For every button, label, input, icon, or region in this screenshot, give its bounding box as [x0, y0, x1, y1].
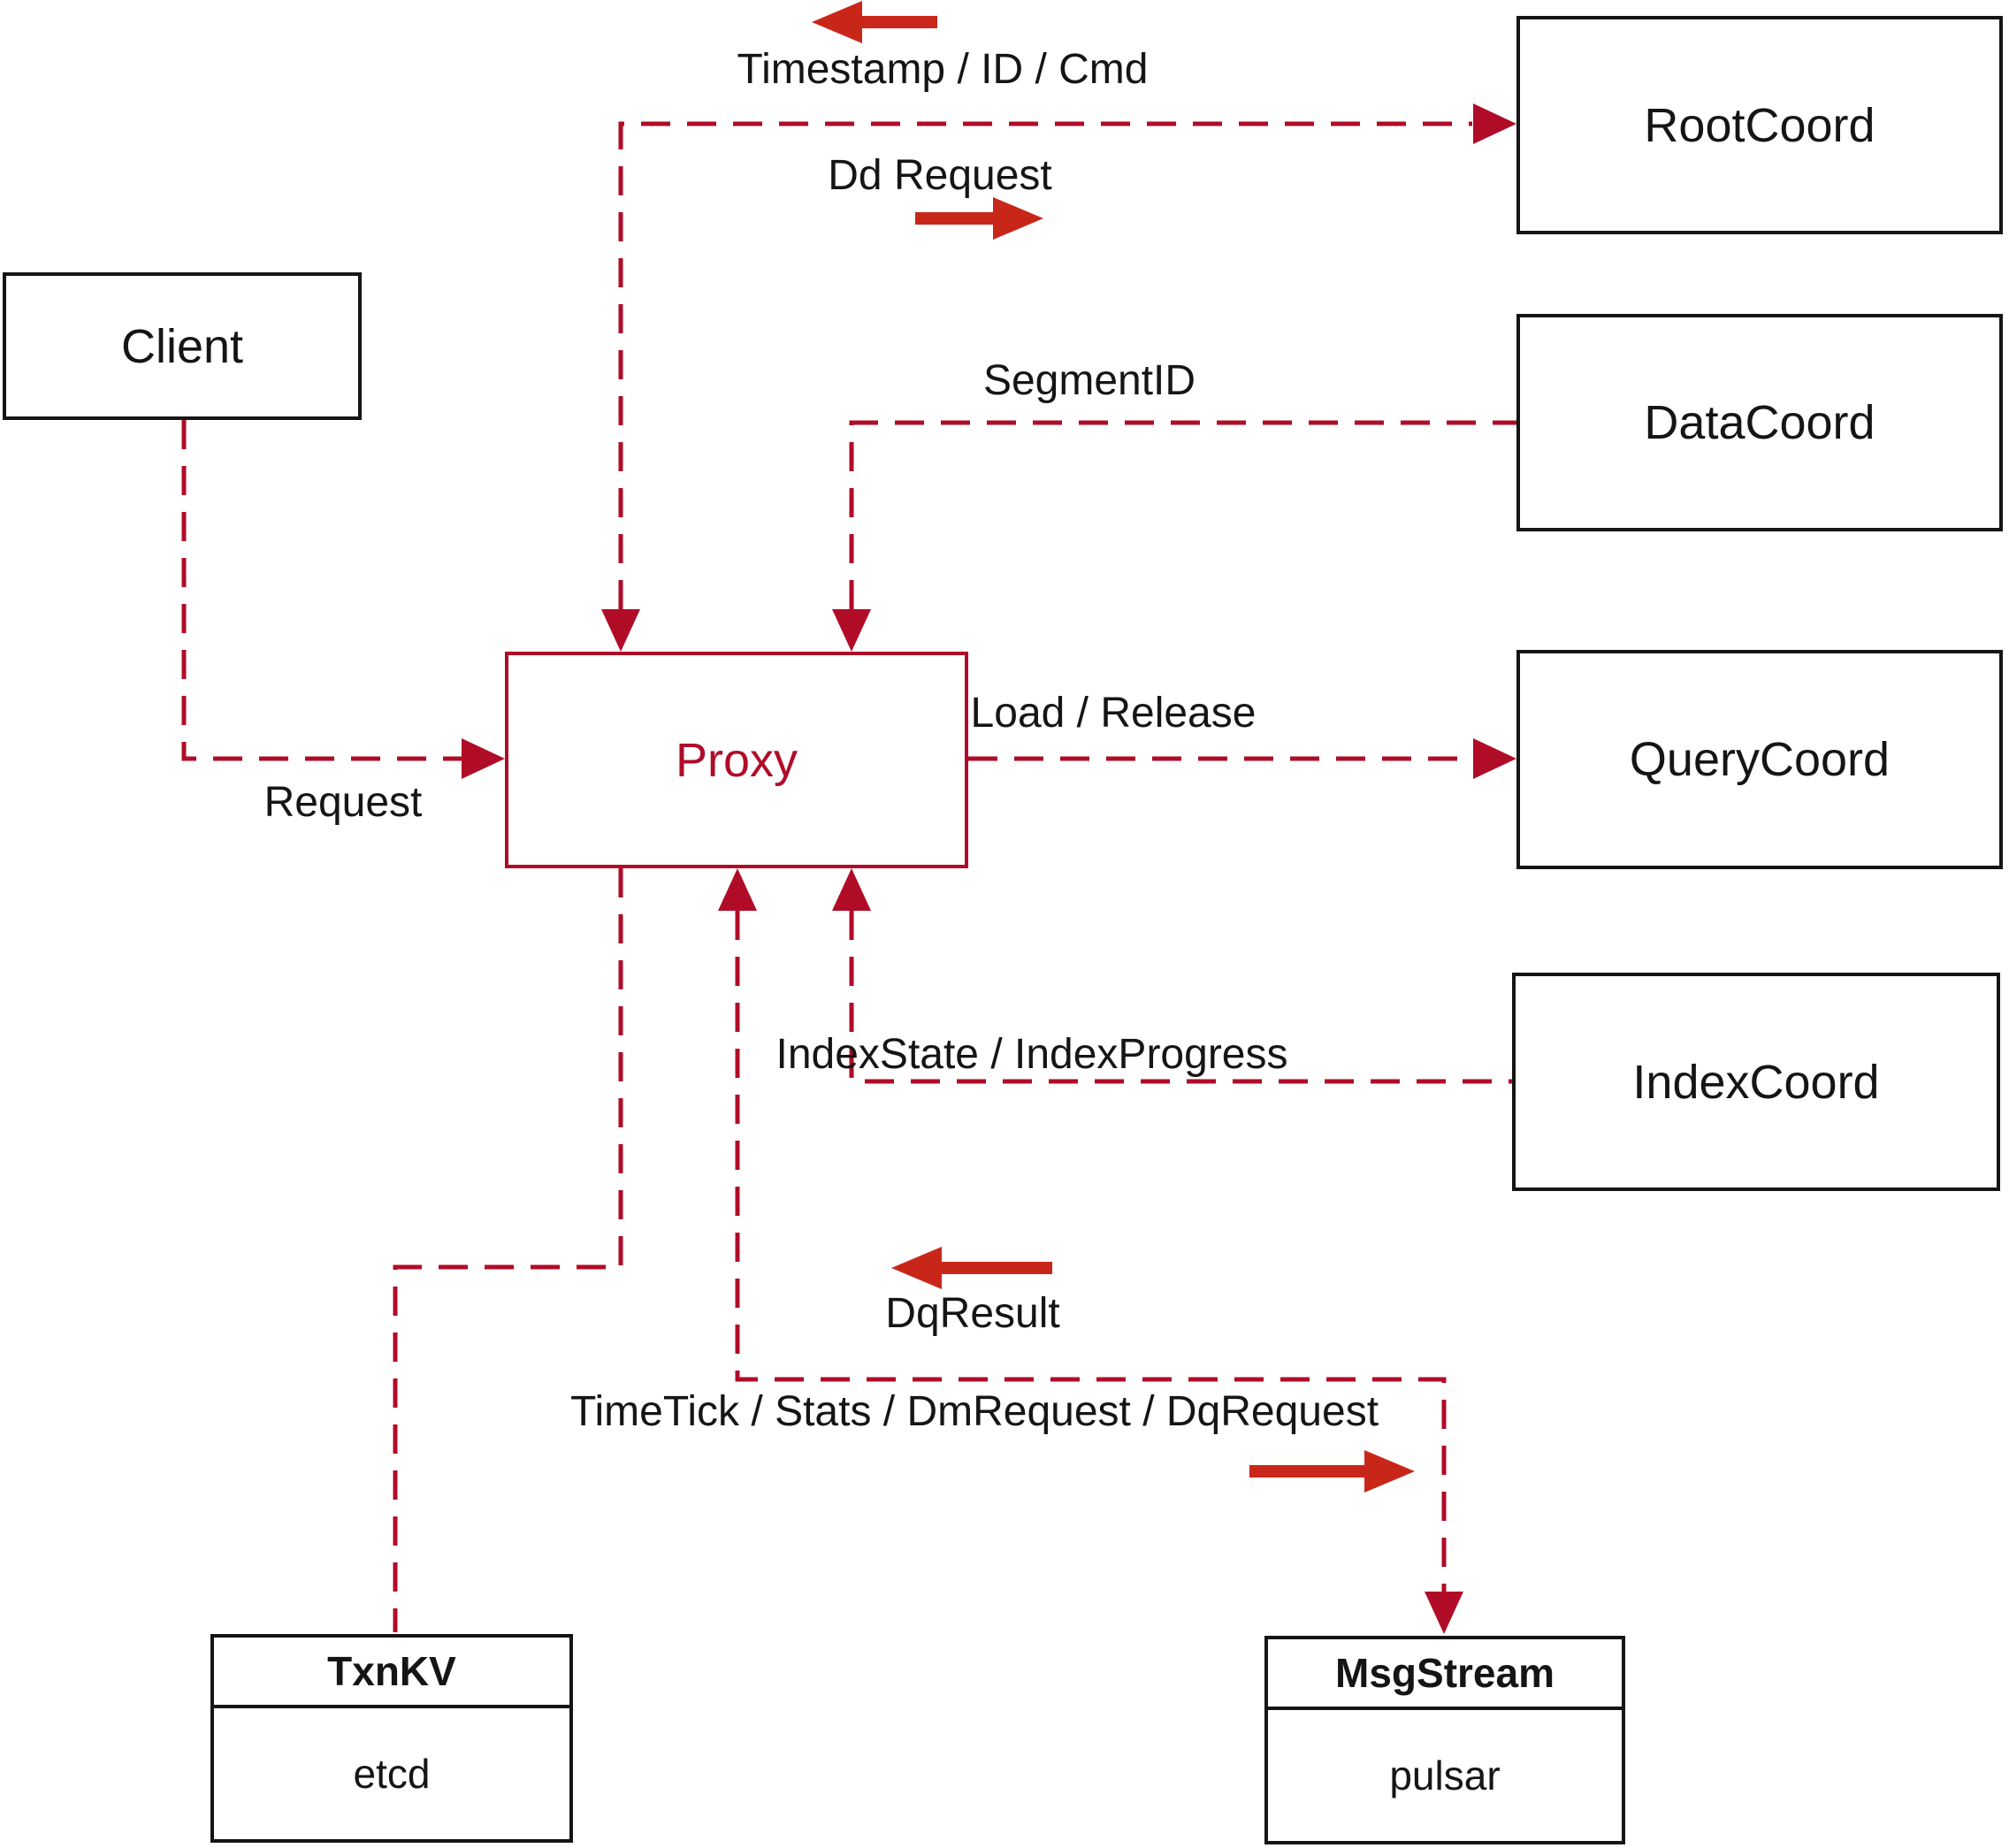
edge-label-dqresult: DqResult — [885, 1290, 1060, 1337]
node-client: Client — [3, 272, 362, 420]
edge-label-load-release: Load / Release — [970, 690, 1257, 737]
edge-datacoord-proxy-line — [849, 420, 1516, 609]
edge-proxy-rootcoord-line — [618, 121, 1472, 609]
edge-proxy-msgstream-line — [735, 911, 1447, 1592]
edge-client-proxy-line — [181, 420, 462, 761]
node-txnkv-title: TxnKV — [214, 1638, 569, 1708]
node-querycoord-label: QueryCoord — [1629, 733, 1891, 786]
node-indexcoord-label: IndexCoord — [1632, 1055, 1880, 1109]
node-datacoord-label: DataCoord — [1644, 396, 1875, 449]
edge-label-indexstate-indexprogress: IndexState / IndexProgress — [775, 1031, 1288, 1078]
direction-arrow-left-dqresult-icon — [891, 1247, 1052, 1289]
edge-proxy-txnkv-line — [393, 868, 623, 1632]
node-msgstream: MsgStream pulsar — [1264, 1636, 1625, 1844]
arrowhead-into-proxy-bottom-right-icon — [832, 868, 871, 911]
edge-label-dd-request: Dd Request — [828, 152, 1052, 199]
arrowhead-into-querycoord-icon — [1473, 738, 1516, 779]
direction-arrow-left-timestamp-icon — [812, 1, 937, 43]
node-datacoord: DataCoord — [1516, 314, 2003, 531]
node-msgstream-subtitle-label: pulsar — [1389, 1753, 1501, 1798]
arrowhead-into-rootcoord-icon — [1473, 103, 1516, 144]
arrowhead-into-proxy-left-icon — [462, 738, 505, 779]
edge-label-segmentid: SegmentID — [982, 357, 1196, 404]
direction-arrow-right-timetick-icon — [1249, 1450, 1415, 1493]
node-msgstream-title-label: MsgStream — [1335, 1650, 1554, 1696]
node-txnkv: TxnKV etcd — [210, 1634, 573, 1843]
direction-arrow-right-dd-request-icon — [915, 197, 1043, 240]
edge-label-timetick-stats-dmrequest-dqrequest: TimeTick / Stats / DmRequest / DqRequest — [569, 1388, 1379, 1435]
node-msgstream-title: MsgStream — [1268, 1639, 1622, 1710]
node-txnkv-subtitle-label: etcd — [353, 1751, 431, 1797]
node-txnkv-title-label: TxnKV — [327, 1648, 456, 1694]
arrowhead-into-proxy-top-left-icon — [601, 609, 640, 652]
node-rootcoord-label: RootCoord — [1644, 98, 1875, 152]
arrowhead-into-msgstream-icon — [1425, 1592, 1463, 1634]
node-rootcoord: RootCoord — [1516, 16, 2003, 234]
node-proxy: Proxy — [505, 652, 968, 868]
node-indexcoord: IndexCoord — [1512, 973, 2000, 1191]
edge-label-request: Request — [264, 779, 423, 826]
node-querycoord: QueryCoord — [1516, 650, 2003, 869]
node-proxy-label: Proxy — [675, 733, 798, 787]
node-txnkv-subtitle: etcd — [214, 1708, 569, 1839]
arrowhead-into-proxy-bottom-middle-icon — [718, 868, 757, 911]
arrowhead-into-proxy-top-right-icon — [832, 609, 871, 652]
node-client-label: Client — [120, 319, 244, 373]
edge-label-timestamp-id-cmd: Timestamp / ID / Cmd — [737, 46, 1149, 93]
node-msgstream-subtitle: pulsar — [1268, 1710, 1622, 1841]
edge-indexcoord-proxy-line — [849, 911, 1512, 1084]
